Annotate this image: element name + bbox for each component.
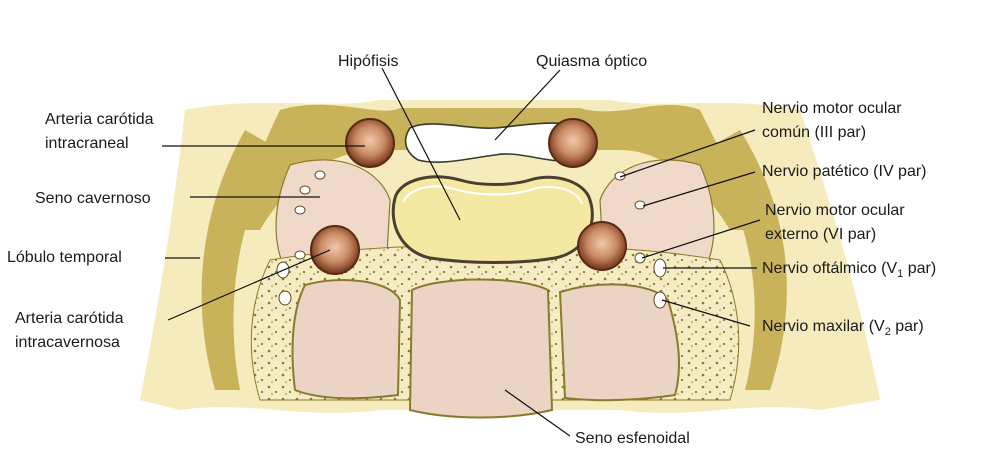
label-nervio-motor-ocular-comun-2: común (III par) xyxy=(762,124,866,141)
label-nervio-oftalmico-post: par) xyxy=(903,260,936,277)
label-nervio-motor-ocular-externo-1: Nervio motor ocular xyxy=(765,202,905,219)
label-quiasma-optico: Quiasma óptico xyxy=(536,53,647,70)
sphenoid-sinus-center xyxy=(410,280,552,418)
label-nervio-motor-ocular-comun-1: Nervio motor ocular xyxy=(762,100,902,117)
carotid-intracavernous-right xyxy=(578,222,626,270)
label-hipofisis: Hipófisis xyxy=(338,53,398,70)
label-carotida-intracraneal-1: Arteria carótida xyxy=(45,111,154,128)
label-seno-esfenoidal: Seno esfenoidal xyxy=(575,430,690,447)
label-nervio-oftalmico-pre: Nervio oftálmico (V xyxy=(762,260,897,277)
label-nervio-maxilar-pre: Nervio maxilar (V xyxy=(762,318,885,335)
pituitary-gland xyxy=(393,177,592,263)
label-lobulo-temporal: Lóbulo temporal xyxy=(7,249,122,266)
sphenoid-sinus-left xyxy=(292,280,400,398)
label-carotida-intracavernosa-1: Arteria carótida xyxy=(15,310,124,327)
label-nervio-motor-ocular-externo-2: externo (VI par) xyxy=(765,226,876,243)
label-seno-cavernoso: Seno cavernoso xyxy=(35,190,151,207)
carotid-intracranial-left xyxy=(346,119,394,167)
label-carotida-intracavernosa-2: intracavernosa xyxy=(15,334,120,351)
carotid-intracranial-right xyxy=(549,119,597,167)
carotid-intracavernous-left xyxy=(311,226,359,274)
label-nervio-patetico: Nervio patético (IV par) xyxy=(762,163,927,180)
label-carotida-intracraneal-2: intracraneal xyxy=(45,135,129,152)
label-nervio-maxilar-post: par) xyxy=(891,318,924,335)
